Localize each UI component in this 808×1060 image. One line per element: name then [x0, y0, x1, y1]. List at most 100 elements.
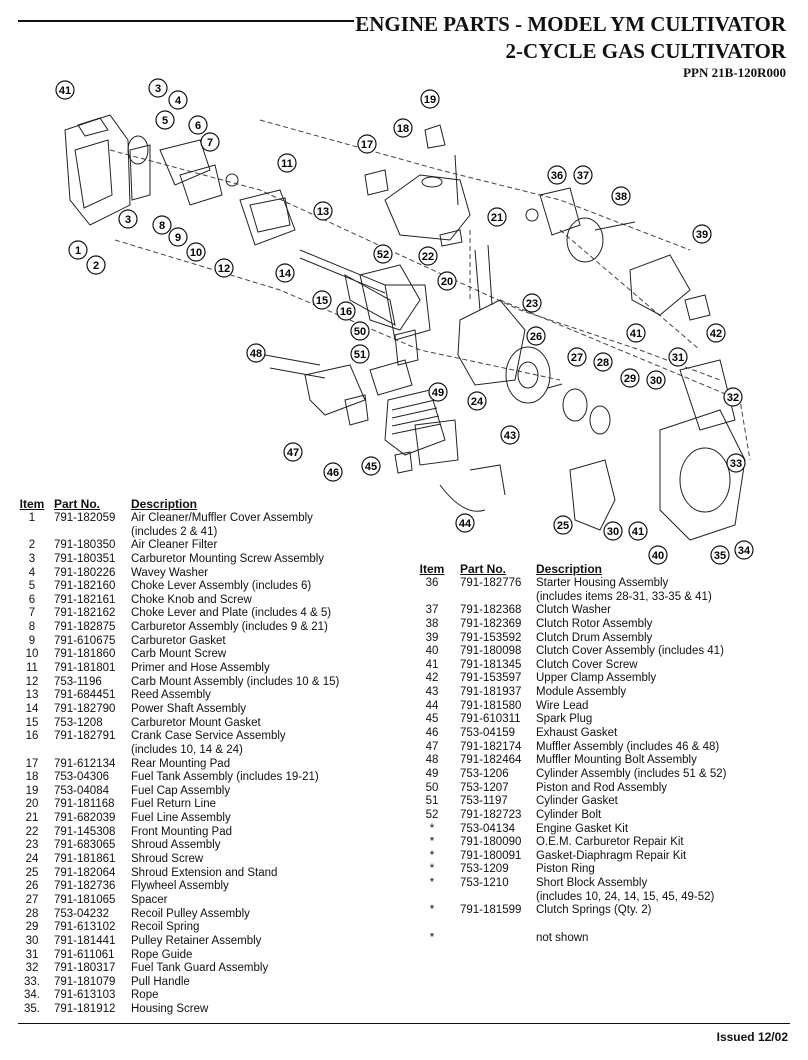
item-cell: 27 — [25, 893, 39, 906]
description-cell: Wire Lead — [536, 699, 589, 712]
cylinder-shape — [369, 329, 459, 466]
callout-circle — [200, 132, 220, 152]
callout-circle — [152, 215, 172, 235]
callout-label: 27 — [571, 352, 583, 364]
callout: 37 — [573, 165, 593, 185]
item-cell: 3 — [28, 552, 36, 565]
item-cell: 37 — [425, 604, 439, 617]
item-cell: 21 — [25, 812, 39, 825]
callout-circle — [522, 293, 542, 313]
description-cell: Carb Mount Screw — [131, 648, 227, 661]
callout-circle — [668, 347, 688, 367]
callout: 22 — [418, 246, 438, 266]
callout-label: 11 — [281, 158, 293, 170]
callout-circle — [593, 352, 613, 372]
callout-circle — [553, 515, 573, 535]
callout: 41 — [55, 80, 75, 100]
description-cell: Pull Handle — [131, 975, 190, 988]
description-cell: Starter Housing Assembly — [536, 577, 669, 589]
callout: 41 — [626, 323, 646, 343]
callout-label: 41 — [632, 526, 644, 538]
part-no-cell: 791-181168 — [54, 798, 115, 811]
callout: 26 — [526, 326, 546, 346]
item-cell: 39 — [425, 631, 439, 644]
description-cell: (includes items 28-31, 33-35 & 41) — [536, 590, 712, 603]
item-cell: 38 — [425, 617, 439, 630]
part-no-column-header: Part No. — [54, 497, 101, 511]
callout: 9 — [168, 227, 188, 247]
part-no-cell: 791-181441 — [54, 934, 116, 947]
description-cell: Recoil Spring — [131, 921, 200, 934]
callout: 1 — [68, 240, 88, 260]
callout-circle — [467, 391, 487, 411]
item-cell: 15 — [25, 716, 39, 729]
callout-label: 33 — [730, 458, 742, 470]
callout-label: 20 — [441, 276, 453, 288]
description-cell: Exhaust Gasket — [536, 727, 618, 740]
table-row: 9 791-610675 Carburetor Gasket — [18, 635, 398, 649]
callout-circle — [277, 153, 297, 173]
callout-circle — [323, 462, 343, 482]
callout: 31 — [668, 347, 688, 367]
callout-label: 30 — [650, 375, 662, 387]
description-cell: Fuel Return Line — [131, 798, 217, 811]
callout-circle — [357, 134, 377, 154]
callout-circle — [373, 244, 393, 264]
callout: 15 — [312, 290, 332, 310]
callout: 44 — [455, 513, 475, 533]
callout: 20 — [437, 271, 457, 291]
part-no-cell: 791-180350 — [54, 539, 116, 552]
callout-label: 2 — [93, 260, 99, 272]
ppn-number: PPN 21B-120R000 — [683, 65, 786, 80]
callout-circle — [648, 545, 668, 565]
part-no-cell: 791-610675 — [54, 634, 116, 647]
callout: 4 — [168, 90, 188, 110]
part-no-cell: 791-683065 — [54, 839, 116, 852]
callout-label: 39 — [696, 229, 708, 241]
description-cell: Clutch Cover Screw — [536, 658, 638, 671]
assembly-guides — [109, 119, 751, 461]
callout-label: 1 — [75, 245, 81, 257]
part-no-cell: 791-181801 — [54, 662, 116, 675]
callout: 38 — [611, 186, 631, 206]
callout: 3 — [148, 78, 168, 98]
fuel-tank-shape — [364, 124, 471, 247]
callout-circle — [168, 227, 188, 247]
part-no-cell: 791-180098 — [460, 645, 522, 658]
callout-label: 21 — [491, 212, 503, 224]
description-cell: Air Cleaner/Muffler Cover Assembly — [131, 512, 313, 524]
item-cell: 9 — [28, 634, 36, 647]
description-cell: Carburetor Gasket — [131, 634, 226, 647]
part-no-cell: 791-181580 — [460, 699, 522, 712]
part-no-cell: 791-181599 — [460, 904, 522, 917]
callout-circle — [313, 201, 333, 221]
footer-rule — [18, 1023, 790, 1024]
callout-label: 49 — [432, 387, 444, 399]
item-cell: 13 — [25, 689, 39, 702]
spark-plug-shape — [394, 451, 506, 512]
callout: 6 — [188, 115, 208, 135]
part-no-cell: 791-180317 — [54, 962, 116, 975]
part-no-cell: 791-684451 — [54, 689, 116, 702]
callout: 27 — [567, 347, 587, 367]
callout-circle — [628, 521, 648, 541]
callout-circle — [336, 301, 356, 321]
description-cell: Piston Ring — [536, 863, 595, 876]
description-cell: Choke Lever Assembly (includes 6) — [131, 580, 312, 593]
description-cell: Cylinder Bolt — [536, 808, 602, 821]
table-row: *not shown — [418, 932, 798, 946]
description-cell: Fuel Cap Assembly — [131, 784, 231, 797]
